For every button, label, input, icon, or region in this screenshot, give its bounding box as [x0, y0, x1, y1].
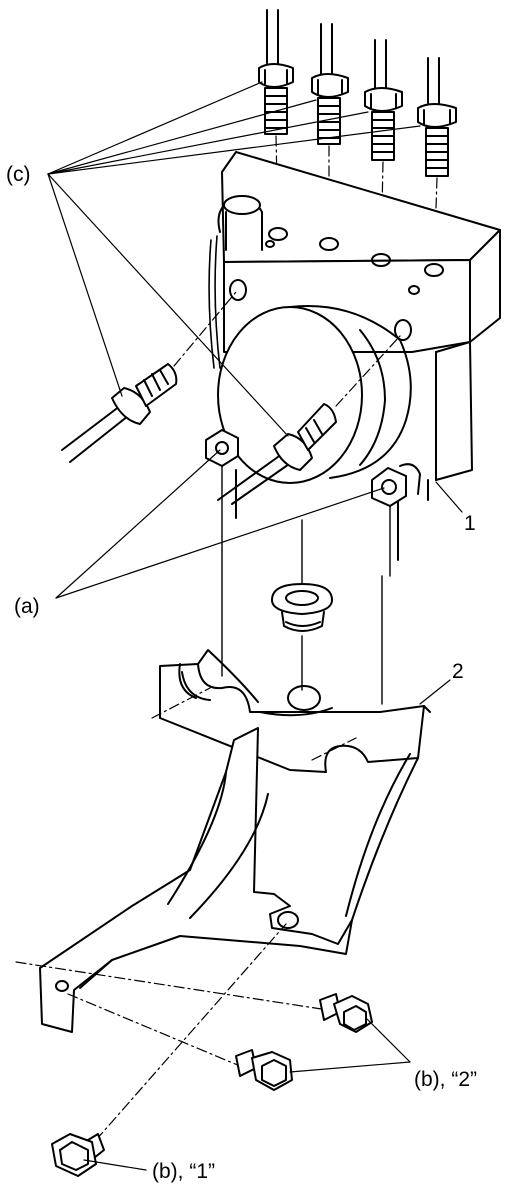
brake-pipe-3: [364, 39, 403, 161]
brake-pipe-side-1: [61, 363, 178, 463]
bolt-middle: [235, 1049, 293, 1091]
hydraulic-unit: [208, 151, 501, 561]
leader-lines: [47, 81, 463, 1171]
mount-nut-left: [205, 429, 239, 467]
label-b2: (b), “2”: [414, 1068, 477, 1091]
alignment-lines-lower: [15, 923, 329, 1141]
brake-pipe-1: [258, 9, 294, 135]
alignment-lines-side: [173, 291, 401, 407]
bracket-upper: [159, 649, 431, 773]
label-part-2: 2: [452, 660, 464, 683]
brake-pipe-2: [311, 23, 349, 145]
label-a: (a): [14, 595, 40, 618]
brake-pipe-side-2: [217, 403, 337, 505]
alignment-lines-bracket: [151, 687, 357, 761]
bolt-upper: [319, 993, 373, 1033]
bolt-lower: [51, 1133, 105, 1177]
label-c: (c): [6, 163, 31, 186]
label-b1: (b), “1”: [152, 1160, 215, 1183]
label-part-1: 1: [464, 512, 476, 535]
drop-lines: [221, 465, 391, 705]
bracket-lower: [39, 727, 419, 1033]
brake-pipe-4: [417, 57, 457, 177]
mount-nut-right: [371, 463, 421, 507]
brake-pipe-group-top: [258, 9, 457, 177]
grommet: [271, 583, 333, 632]
